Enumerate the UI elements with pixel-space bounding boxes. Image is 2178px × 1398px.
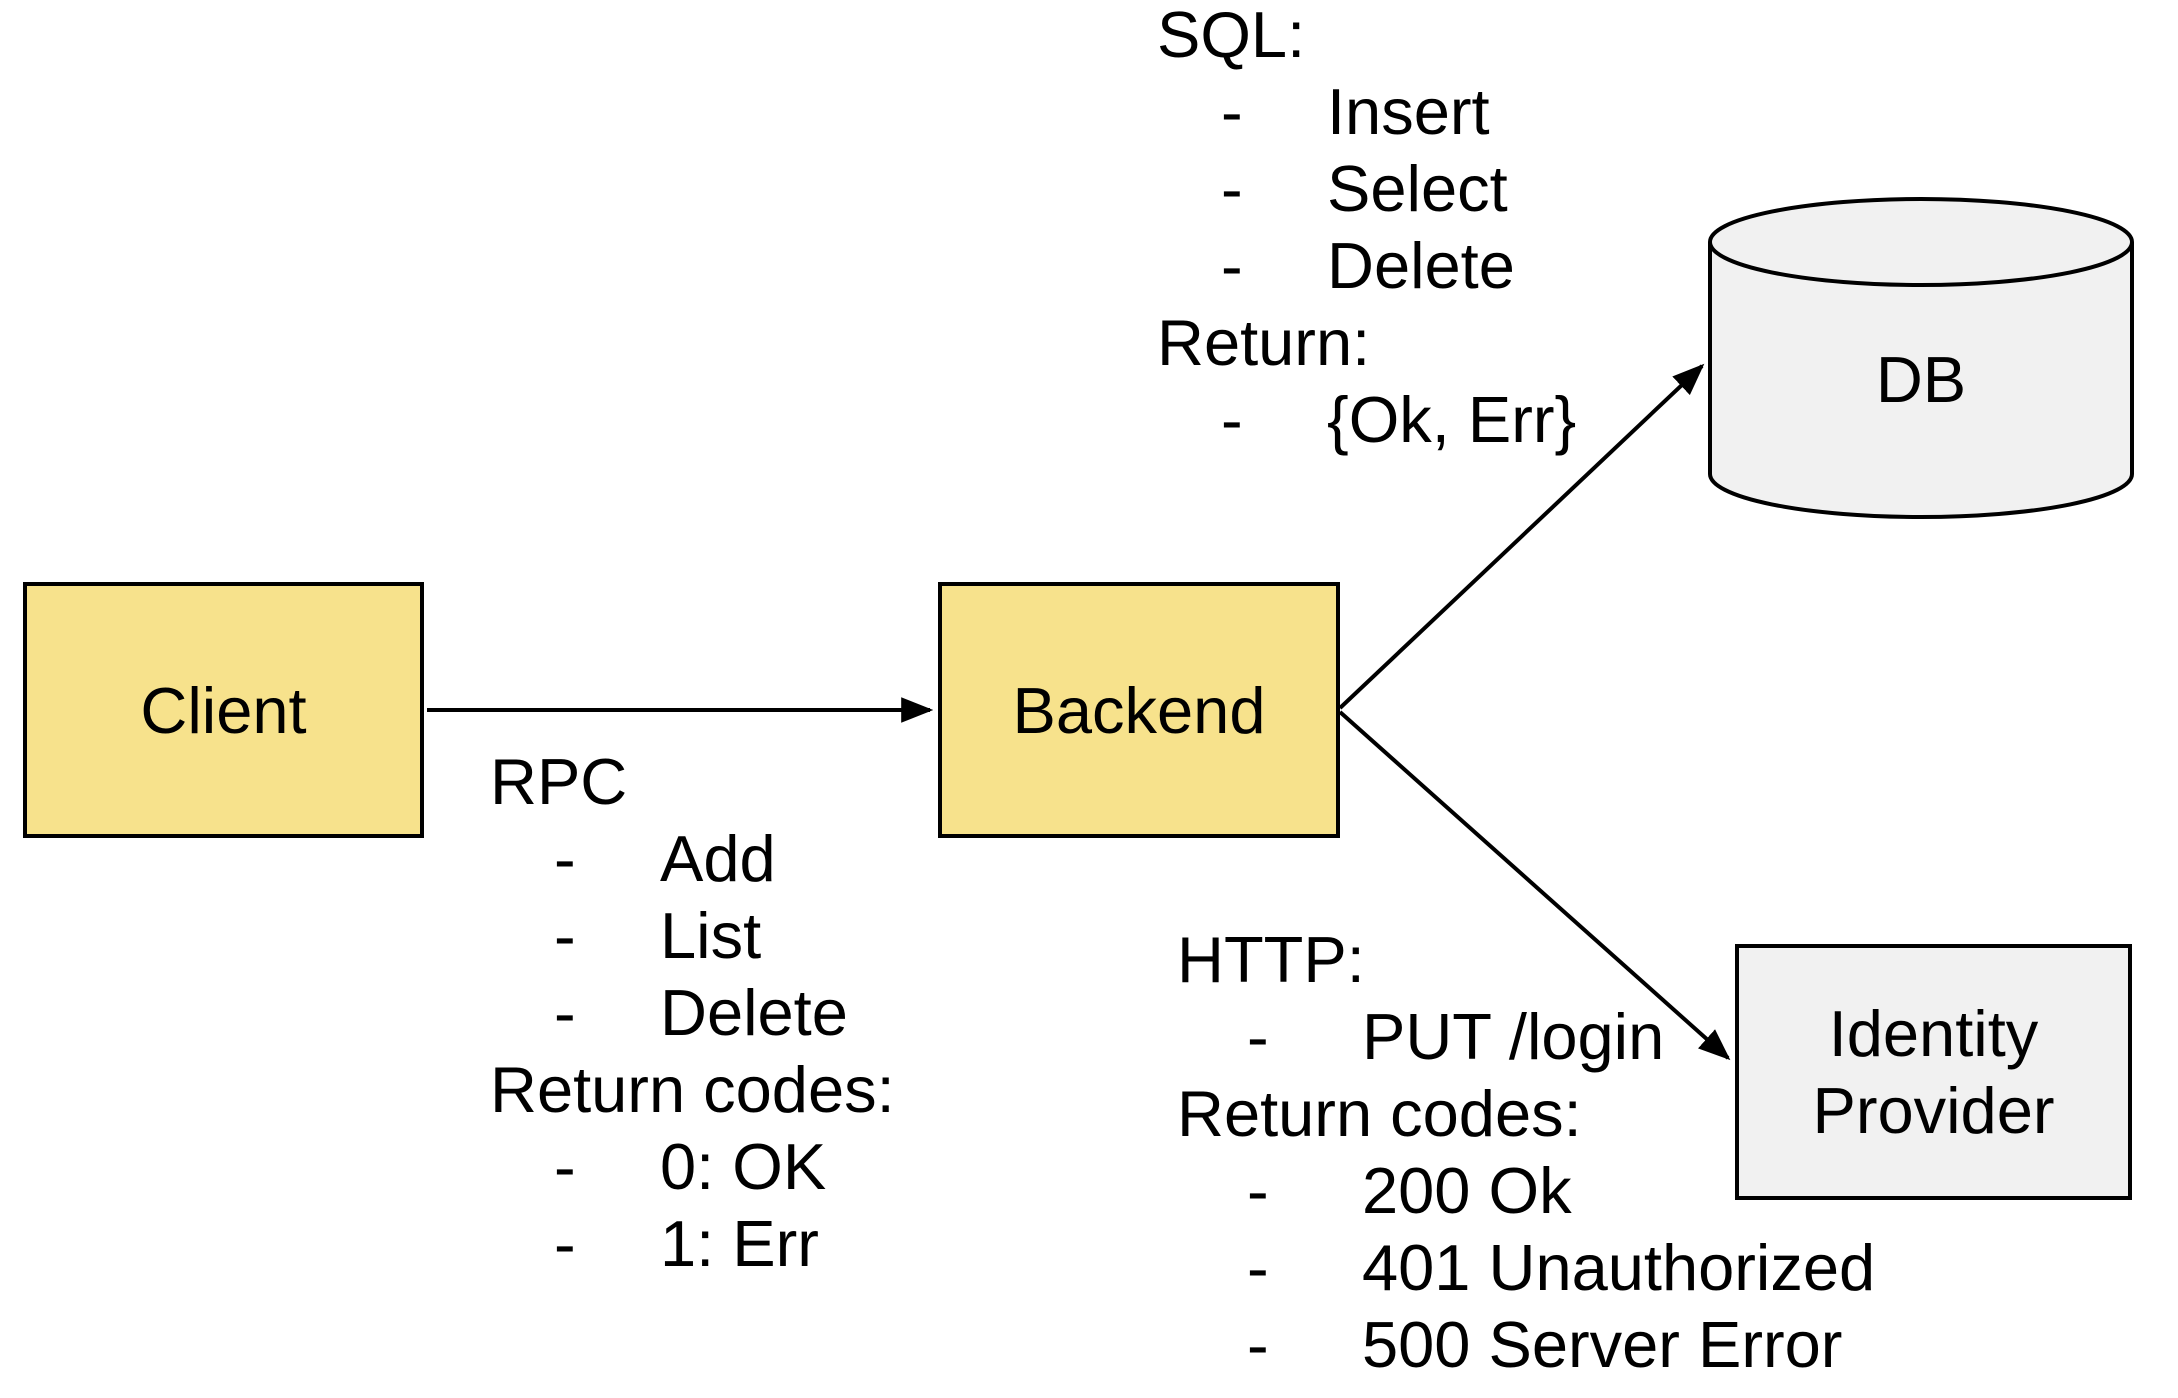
annotation-line: Return codes: (1177, 1077, 1582, 1150)
bullet-dash: - (554, 822, 576, 895)
annotation-line: SQL: (1157, 0, 1306, 71)
db-node: DB (1710, 242, 2132, 517)
bullet-dash: - (554, 899, 576, 972)
bullet-dash: - (554, 976, 576, 1049)
bullet-dash: - (1221, 383, 1243, 456)
bullet-dash: - (1247, 1000, 1269, 1073)
identity-provider-node-label: Identity Provider (1812, 997, 2055, 1147)
annotation-line: Return: (1157, 306, 1371, 379)
db-node-label: DB (1875, 343, 1967, 416)
bullet-dash: - (1221, 75, 1243, 148)
http-annotation: HTTP: -PUT /login Return codes: -200 Ok … (1177, 921, 1875, 1383)
identity-provider-node: Identity Provider (1735, 944, 2132, 1200)
backend-node-label: Backend (1012, 673, 1266, 747)
annotation-bullet-line: -200 Ok (1247, 1154, 1572, 1227)
annotation-bullet-line: -Insert (1221, 75, 1490, 148)
bullet-dash: - (1247, 1231, 1269, 1304)
annotation-bullet-line: -Add (554, 822, 776, 895)
annotation-bullet-line: -Delete (554, 976, 848, 1049)
annotation-bullet-line: -List (554, 899, 762, 972)
annotation-bullet-line: -401 Unauthorized (1247, 1231, 1876, 1304)
annotation-bullet-line: -PUT /login (1247, 1000, 1665, 1073)
arrow-backend-to-identity-provider (1338, 710, 1731, 1061)
annotation-bullet-line: -500 Server Error (1247, 1308, 1843, 1381)
bullet-dash: - (1247, 1308, 1269, 1381)
bullet-dash: - (554, 1207, 576, 1280)
sql-annotation: SQL: -Insert -Select -Delete Return: -{O… (1157, 0, 1576, 458)
client-node-label: Client (140, 673, 307, 747)
db-cylinder-shape (1708, 197, 2134, 519)
annotation-bullet-line: -Select (1221, 152, 1508, 225)
client-node: Client (23, 582, 424, 838)
rpc-annotation: RPC -Add -List -Delete Return codes: -0:… (490, 743, 895, 1282)
annotation-bullet-line: -Delete (1221, 229, 1515, 302)
arrow-backend-to-db (1338, 363, 1705, 710)
bullet-dash: - (1247, 1154, 1269, 1227)
annotation-line: HTTP: (1177, 923, 1365, 996)
annotation-bullet-line: -1: Err (554, 1207, 819, 1280)
annotation-bullet-line: -{Ok, Err} (1221, 383, 1577, 456)
backend-node: Backend (938, 582, 1340, 838)
annotation-line: Return codes: (490, 1053, 895, 1126)
bullet-dash: - (1221, 152, 1243, 225)
bullet-dash: - (554, 1130, 576, 1203)
bullet-dash: - (1221, 229, 1243, 302)
annotation-bullet-line: -0: OK (554, 1130, 827, 1203)
annotation-line: RPC (490, 745, 628, 818)
